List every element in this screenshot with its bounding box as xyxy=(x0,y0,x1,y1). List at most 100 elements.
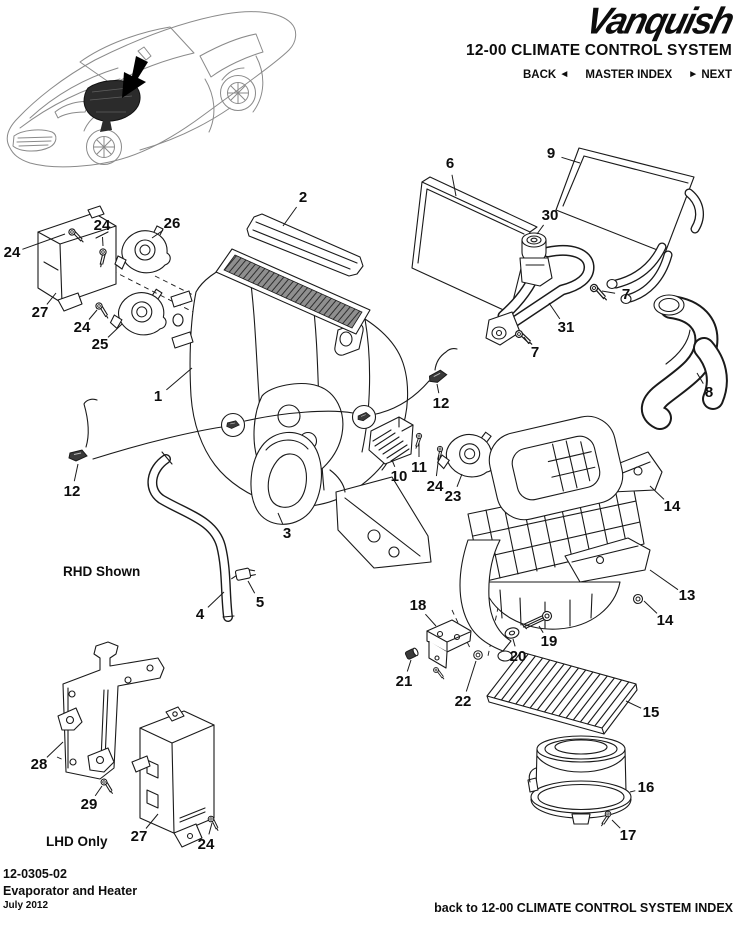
callout-11: 11 xyxy=(411,459,427,477)
leader-line xyxy=(436,383,440,394)
callout-5: 5 xyxy=(255,594,265,612)
callout-30: 30 xyxy=(541,207,559,225)
leader-line xyxy=(277,512,284,525)
car-illustration xyxy=(6,11,297,168)
leader-line xyxy=(629,790,636,793)
document-number: 12-0305-02 xyxy=(3,867,67,881)
leader-line xyxy=(46,741,64,758)
leader-line xyxy=(649,485,665,500)
leader-line xyxy=(145,813,159,829)
leader-line xyxy=(643,600,658,614)
nav-back-link[interactable]: BACK ◄ xyxy=(522,68,570,81)
callout-20: 20 xyxy=(509,648,527,666)
part-12-harness-clip-left xyxy=(68,398,98,462)
note-lhd: LHD Only xyxy=(46,834,108,849)
part-21-grommet xyxy=(404,647,419,660)
part-10-blower-resistor xyxy=(368,416,414,465)
leader-line xyxy=(456,473,463,487)
callout-24: 24 xyxy=(3,244,21,262)
back-to-index-link[interactable]: back to 12-00 CLIMATE CONTROL SYSTEM IND… xyxy=(434,901,733,915)
part-8-air-duct xyxy=(640,294,728,430)
callout-23: 23 xyxy=(444,488,462,506)
leader-line xyxy=(208,822,213,835)
leader-line xyxy=(536,224,545,235)
callout-4: 4 xyxy=(195,606,205,624)
part-16-blower-motor xyxy=(527,735,632,825)
callout-24: 24 xyxy=(93,217,111,235)
part-9-heater-core xyxy=(555,147,705,305)
leader-line xyxy=(282,206,298,227)
leader-line xyxy=(611,819,621,829)
header: Vanquish 12-00 CLIMATE CONTROL SYSTEM BA… xyxy=(466,0,737,81)
leader-line xyxy=(538,625,544,633)
part-5-clip xyxy=(231,567,256,581)
callout-3: 3 xyxy=(282,525,292,543)
leader-line xyxy=(435,454,440,477)
leader-line xyxy=(696,372,704,384)
leader-line xyxy=(102,236,104,247)
leader-line xyxy=(107,323,123,338)
callout-24: 24 xyxy=(426,478,444,496)
part-1-heater-housing xyxy=(170,248,432,569)
leader-line xyxy=(406,659,412,672)
callout-24: 24 xyxy=(197,836,215,854)
leader-line xyxy=(166,367,193,391)
next-arrow-icon: ► xyxy=(688,68,699,80)
leader-line xyxy=(561,156,581,164)
nav-master-index-link[interactable]: MASTER INDEX xyxy=(585,68,673,81)
callout-10: 10 xyxy=(390,468,408,486)
part-27-control-module xyxy=(37,205,117,312)
part-3-seal xyxy=(250,431,322,525)
part-27-control-module-lhd xyxy=(131,706,215,848)
callout-18: 18 xyxy=(409,597,427,615)
callout-24: 24 xyxy=(73,319,91,337)
callout-17: 17 xyxy=(619,827,637,845)
callout-12: 12 xyxy=(432,395,450,413)
leader-line xyxy=(451,174,457,197)
leader-line xyxy=(512,638,516,647)
part-2-cover-strip xyxy=(246,213,364,277)
callout-14: 14 xyxy=(663,498,681,516)
leader-line xyxy=(247,580,256,594)
leader-line xyxy=(601,290,616,294)
callout-12: 12 xyxy=(63,483,81,501)
callout-28: 28 xyxy=(30,756,48,774)
nav-next-link[interactable]: ► NEXT xyxy=(688,68,732,81)
callout-2: 2 xyxy=(298,189,308,207)
leader-line xyxy=(88,309,98,320)
leader-line xyxy=(151,229,164,239)
callout-27: 27 xyxy=(31,304,49,322)
callout-1: 1 xyxy=(153,388,163,406)
leader-line xyxy=(94,785,103,797)
back-arrow-icon: ◄ xyxy=(559,68,570,80)
callout-13: 13 xyxy=(678,587,696,605)
part-4-drain-hose xyxy=(147,451,235,622)
callout-7: 7 xyxy=(530,344,540,362)
page-title: 12-00 CLIMATE CONTROL SYSTEM xyxy=(466,41,732,59)
part-30-expansion-valve xyxy=(519,232,553,287)
footer-info: 12-0305-02 Evaporator and Heater July 20… xyxy=(3,868,137,911)
callout-25: 25 xyxy=(91,336,109,354)
callout-15: 15 xyxy=(642,704,660,722)
callout-21: 21 xyxy=(395,673,413,691)
harness-routing xyxy=(92,380,430,460)
part-18-bracket xyxy=(426,619,472,669)
leader-line xyxy=(548,302,561,320)
part-19-bolt xyxy=(521,610,553,630)
callout-9: 9 xyxy=(546,145,556,163)
leader-line xyxy=(46,292,57,305)
callout-26: 26 xyxy=(163,215,181,233)
leader-line xyxy=(425,613,437,627)
callout-22: 22 xyxy=(454,693,472,711)
leader-line xyxy=(22,233,66,250)
callout-19: 19 xyxy=(540,633,558,651)
callout-29: 29 xyxy=(80,796,98,814)
leader-line xyxy=(625,700,642,709)
callout-31: 31 xyxy=(557,319,575,337)
leader-line xyxy=(465,660,477,692)
document-title: Evaporator and Heater xyxy=(3,883,138,898)
leader-line xyxy=(391,459,396,467)
location-arrow-icon xyxy=(122,56,148,98)
